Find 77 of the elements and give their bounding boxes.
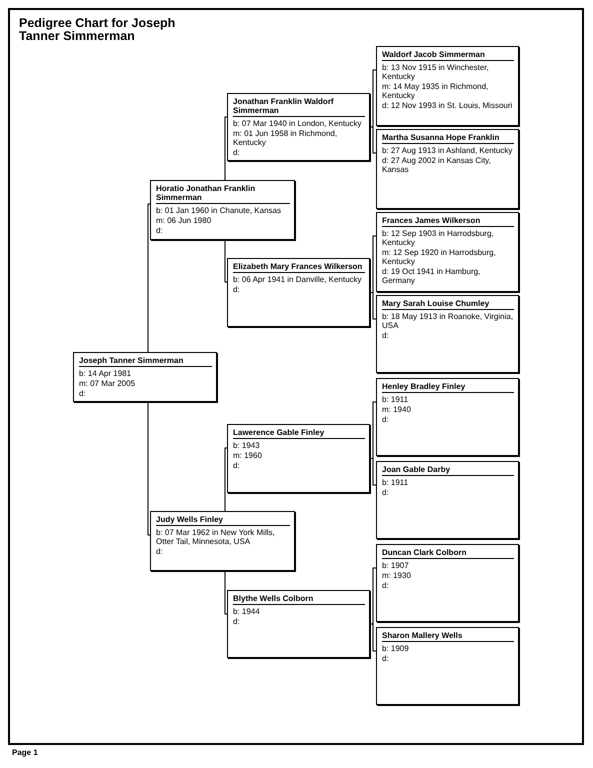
life-event-text: d: xyxy=(382,415,390,424)
connector-line xyxy=(370,458,376,486)
life-event-text: m: 07 Mar 2005 xyxy=(79,379,136,388)
life-event-text: b: 01 Jan 1960 in Chanute, Kansas xyxy=(156,206,282,215)
connector-line xyxy=(370,402,376,459)
person-box xyxy=(376,46,519,126)
connector-line xyxy=(370,624,376,652)
life-event-text: b: 1943 xyxy=(233,441,261,450)
life-event-text: b: 1907 xyxy=(382,561,410,570)
life-event-text: b: 14 Apr 1981 xyxy=(79,369,132,378)
connector-line xyxy=(370,292,376,320)
person-box xyxy=(227,258,370,327)
person-box xyxy=(227,590,370,658)
person-box xyxy=(376,378,519,456)
life-event-text: m: 1930 xyxy=(382,571,412,580)
life-event-text: d: xyxy=(79,389,87,398)
person-box xyxy=(227,93,370,161)
person-name: Jonathan Franklin Waldorf Simmerman xyxy=(233,97,365,117)
life-event-text: d: xyxy=(156,226,164,235)
life-event-text: d: xyxy=(382,654,390,663)
life-event-text: d: 27 Aug 2002 in Kansas City, Kansas xyxy=(382,156,492,174)
person-name: Martha Susanna Hope Franklin xyxy=(382,133,514,144)
life-event-text: d: xyxy=(156,547,164,556)
person-box xyxy=(73,352,217,402)
life-event-text: b: 27 Aug 1913 in Ashland, Kentucky xyxy=(382,146,514,155)
person-box xyxy=(376,295,519,373)
connector-line xyxy=(224,116,228,180)
person-name: Duncan Clark Colborn xyxy=(382,548,514,559)
person-name: Waldorf Jacob Simmerman xyxy=(382,50,514,61)
life-event-text: b: 1944 xyxy=(233,607,261,616)
life-event-text: b: 07 Mar 1940 in London, Kentucky xyxy=(233,119,363,128)
life-event-text: m: 1940 xyxy=(382,405,412,414)
life-event-text: b: 1911 xyxy=(382,478,410,487)
connector-line xyxy=(148,402,150,536)
life-event-text: d: xyxy=(233,617,241,626)
person-box xyxy=(150,180,295,240)
person-box xyxy=(227,424,370,493)
life-event-text: b: 06 Apr 1941 in Danville, Kentucky xyxy=(233,275,363,284)
person-name: Judy Wells Finley xyxy=(156,515,290,526)
life-event-text: d: 12 Nov 1993 in St. Louis, Missouri xyxy=(382,101,514,110)
connector-line xyxy=(370,236,376,293)
life-event-text: m: 1960 xyxy=(233,451,263,460)
person-box xyxy=(376,129,519,209)
person-box xyxy=(150,511,295,571)
life-event-text: d: xyxy=(382,581,390,590)
connector-line xyxy=(370,568,376,624)
person-name: Elizabeth Mary Frances Wilkerson xyxy=(233,262,365,273)
person-name: Mary Sarah Louise Chumley xyxy=(382,299,514,310)
connector-line xyxy=(370,70,376,128)
life-event-text: m: 06 Jun 1980 xyxy=(156,216,212,225)
page-number: Page 1 xyxy=(12,748,38,757)
person-box xyxy=(376,544,519,622)
person-box xyxy=(376,461,519,539)
life-event-text: d: xyxy=(382,331,390,340)
connector-line xyxy=(148,204,150,352)
connector-line xyxy=(370,126,376,154)
person-name: Henley Bradley Finley xyxy=(382,382,514,393)
life-event-text: d: xyxy=(233,148,241,157)
person-name: Joan Gable Darby xyxy=(382,465,514,476)
person-name: Frances James Wilkerson xyxy=(382,216,514,227)
life-event-text: b: 1911 xyxy=(382,395,410,404)
person-box xyxy=(376,627,519,705)
chart-title: Pedigree Chart for Joseph Tanner Simmerman xyxy=(19,17,176,43)
person-name: Horatio Jonathan Franklin Simmerman xyxy=(156,184,290,204)
life-event-text: b: 1909 xyxy=(382,644,410,653)
life-event-text: d: 19 Oct 1941 in Hamburg, Germany xyxy=(382,267,482,285)
connector-line xyxy=(224,570,228,614)
person-name: Blythe Wells Colborn xyxy=(233,594,365,605)
connector-line xyxy=(224,448,228,512)
person-name: Sharon Mallery Wells xyxy=(382,631,514,642)
life-event-text: d: xyxy=(382,488,390,497)
connector-line xyxy=(224,240,228,282)
life-event-text: d: xyxy=(233,285,241,294)
person-box xyxy=(376,212,519,292)
life-event-text: d: xyxy=(233,461,241,470)
person-name: Lawerence Gable Finley xyxy=(233,428,365,439)
person-name: Joseph Tanner Simmerman xyxy=(79,356,212,367)
